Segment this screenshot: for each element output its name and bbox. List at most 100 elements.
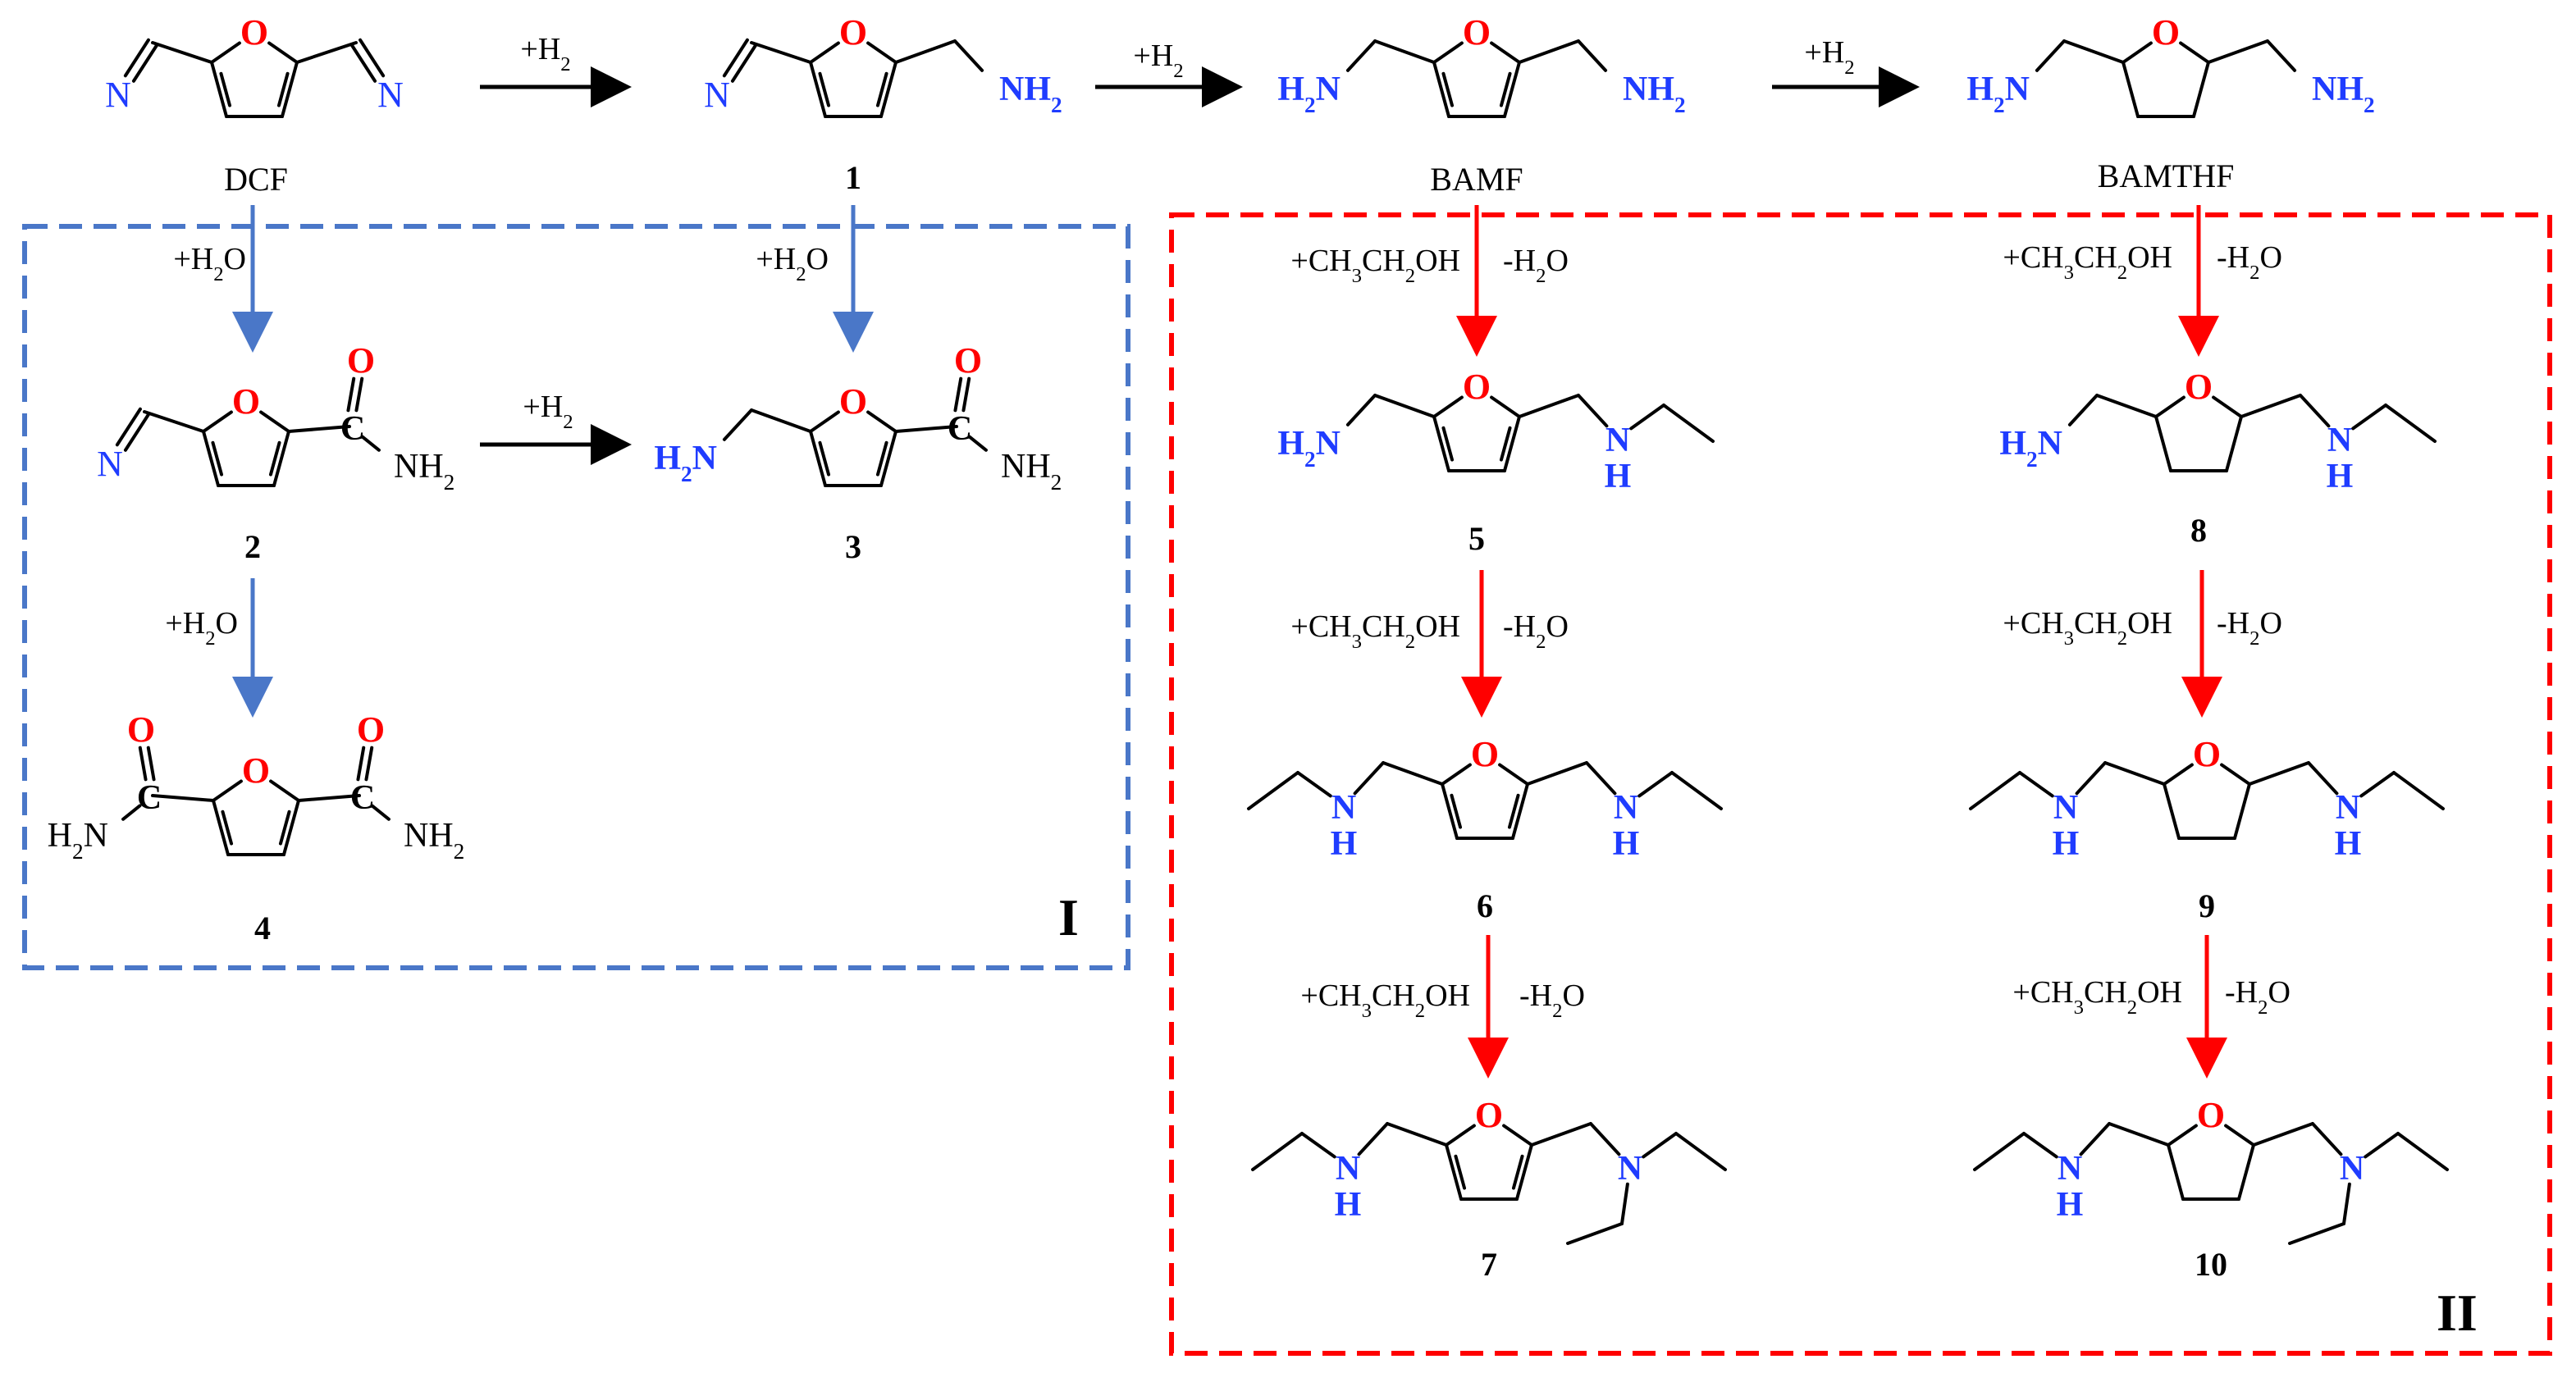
bond bbox=[151, 41, 213, 64]
bond bbox=[1503, 61, 1521, 118]
bond bbox=[2167, 1143, 2185, 1201]
condition-minus-h2o-6: -H2O bbox=[1519, 978, 1585, 1022]
bond bbox=[894, 425, 958, 433]
bond bbox=[2299, 394, 2331, 428]
bond bbox=[219, 71, 232, 107]
bond bbox=[2154, 395, 2185, 418]
label-BAMTHF: BAMTHF bbox=[2098, 157, 2235, 194]
secondary-amine-h: H bbox=[1331, 825, 1358, 863]
bond bbox=[2212, 395, 2243, 418]
bond bbox=[1518, 394, 1580, 418]
bond bbox=[818, 71, 831, 107]
bond bbox=[2240, 394, 2302, 418]
nitrile-nitrogen: N bbox=[704, 75, 730, 115]
condition-minus-h2o-BAMTHF: -H2O bbox=[2217, 240, 2282, 284]
condition-ethanol-8: +CH3CH2OH bbox=[2003, 606, 2172, 650]
bond bbox=[1515, 1143, 1533, 1201]
bond bbox=[2224, 1124, 2255, 1147]
bond bbox=[202, 430, 220, 487]
amide-nh2: NH2 bbox=[394, 448, 454, 495]
bond bbox=[1577, 394, 1609, 428]
bond bbox=[360, 435, 381, 452]
bond bbox=[2095, 394, 2158, 418]
bond bbox=[1357, 1122, 1389, 1156]
bond bbox=[2396, 1132, 2449, 1171]
bond bbox=[370, 804, 391, 821]
secondary-amine-n: N bbox=[1605, 422, 1630, 459]
bond bbox=[2163, 782, 2181, 840]
bond bbox=[1530, 1122, 1592, 1147]
secondary-amine-n: N bbox=[2058, 1150, 2082, 1188]
secondary-amine-h: H bbox=[2057, 1186, 2084, 1224]
bond bbox=[272, 430, 290, 487]
bond bbox=[2062, 39, 2125, 64]
bond bbox=[259, 410, 290, 433]
bond bbox=[2351, 404, 2387, 431]
label-compound-10: 10 bbox=[2195, 1246, 2227, 1283]
bond bbox=[953, 376, 963, 413]
bond bbox=[1585, 761, 1617, 796]
bond bbox=[750, 408, 812, 433]
bond bbox=[2108, 1122, 2170, 1147]
carbonyl-carbon: C bbox=[137, 779, 162, 817]
bond bbox=[356, 746, 366, 782]
bond bbox=[131, 43, 159, 83]
tertiary-amine-n: N bbox=[1618, 1150, 1642, 1188]
bond bbox=[875, 71, 888, 107]
bond bbox=[121, 804, 142, 821]
bond bbox=[1382, 761, 1444, 786]
condition-h2-3: +H2 bbox=[1804, 35, 1854, 79]
bond bbox=[961, 376, 971, 413]
bond bbox=[211, 440, 224, 477]
bond bbox=[1251, 1132, 1304, 1171]
condition-minus-h2o-BAMF: -H2O bbox=[1503, 244, 1569, 287]
condition-h2o-2: +H2O bbox=[165, 606, 238, 650]
amide-h2n: H2N bbox=[48, 817, 108, 864]
bond bbox=[1498, 763, 1529, 786]
box-alkylation-II bbox=[1169, 212, 2552, 1356]
bond bbox=[269, 779, 300, 802]
bond bbox=[1499, 426, 1512, 462]
ring-oxygen: O bbox=[232, 381, 260, 422]
bond bbox=[1518, 39, 1580, 64]
carbonyl-oxygen: O bbox=[347, 340, 375, 381]
bond bbox=[1674, 1132, 1727, 1171]
nitrile-nitrogen: N bbox=[97, 444, 123, 484]
bond bbox=[202, 410, 233, 433]
label-compound-7: 7 bbox=[1481, 1246, 1497, 1283]
bond bbox=[221, 810, 234, 846]
secondary-amine-h: H bbox=[1613, 825, 1640, 863]
bond bbox=[1629, 404, 1665, 431]
bond bbox=[282, 799, 300, 856]
bond bbox=[123, 413, 151, 452]
bond bbox=[1566, 1222, 1624, 1245]
condition-ethanol-BAMTHF: +CH3CH2OH bbox=[2003, 240, 2172, 284]
label-BAMF: BAMF bbox=[1430, 161, 1523, 198]
bond bbox=[1450, 793, 1463, 829]
nitrile-nitrogen: N bbox=[105, 75, 131, 115]
amide-nh2: NH2 bbox=[404, 817, 464, 864]
condition-h2-1: +H2 bbox=[520, 32, 570, 75]
bond bbox=[359, 38, 386, 78]
bond bbox=[866, 41, 897, 64]
bond bbox=[2079, 1122, 2111, 1156]
bond bbox=[2192, 61, 2210, 118]
bond bbox=[1490, 41, 1521, 64]
bond bbox=[2233, 782, 2251, 840]
amine-h2n: H2N bbox=[1999, 425, 2062, 472]
bond bbox=[349, 43, 377, 83]
label-compound-6: 6 bbox=[1477, 887, 1493, 924]
bond bbox=[1499, 71, 1512, 107]
bond bbox=[346, 376, 356, 413]
